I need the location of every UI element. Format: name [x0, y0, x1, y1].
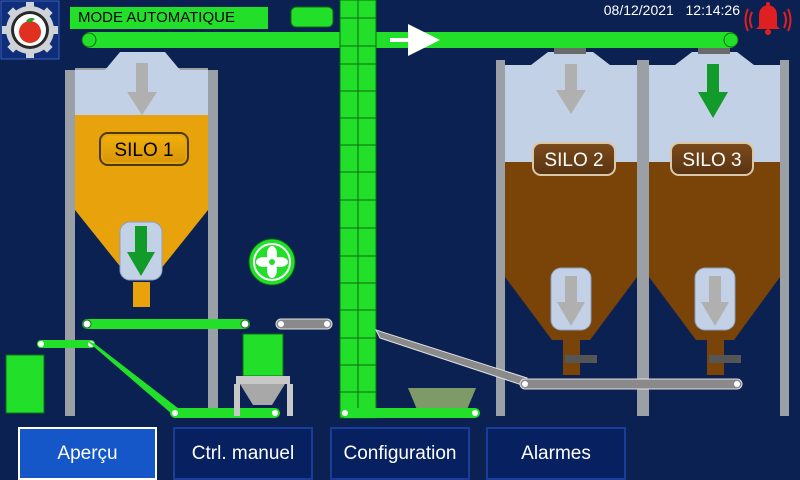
left-tank[interactable] — [5, 354, 45, 414]
fan-icon[interactable] — [248, 238, 296, 286]
diagonal-conveyor — [375, 329, 743, 390]
datetime: 08/12/2021 12:14:26 — [560, 2, 740, 18]
conveyor-to-elevator — [275, 318, 333, 330]
silo-1-label: SILO 1 — [99, 132, 189, 166]
tab-configuration[interactable]: Configuration — [330, 427, 470, 480]
top-motor-indicator — [290, 6, 334, 28]
silo-1[interactable] — [65, 52, 218, 416]
mixer[interactable] — [234, 333, 293, 416]
silo-2-label: SILO 2 — [532, 142, 616, 176]
silo-2[interactable] — [496, 48, 646, 416]
silo-3-label: SILO 3 — [670, 142, 754, 176]
bottom-conveyor[interactable] — [170, 408, 280, 418]
tab-ctrl-manuel[interactable]: Ctrl. manuel — [173, 427, 313, 480]
time-label: 12:14:26 — [685, 2, 741, 18]
conveyor-silo1[interactable] — [82, 319, 250, 329]
date-label: 08/12/2021 — [603, 2, 674, 18]
elevator-hopper — [340, 388, 480, 418]
alarm-bell-icon[interactable] — [744, 2, 792, 35]
mode-label: MODE AUTOMATIQUE — [70, 7, 268, 29]
tab-apercu[interactable]: Aperçu — [18, 427, 157, 480]
silo-3[interactable] — [640, 48, 789, 416]
inclined-conveyor[interactable] — [37, 340, 183, 414]
settings-gear-icon[interactable] — [0, 0, 60, 60]
bucket-elevator[interactable] — [339, 0, 377, 419]
tab-alarmes[interactable]: Alarmes — [486, 427, 626, 480]
